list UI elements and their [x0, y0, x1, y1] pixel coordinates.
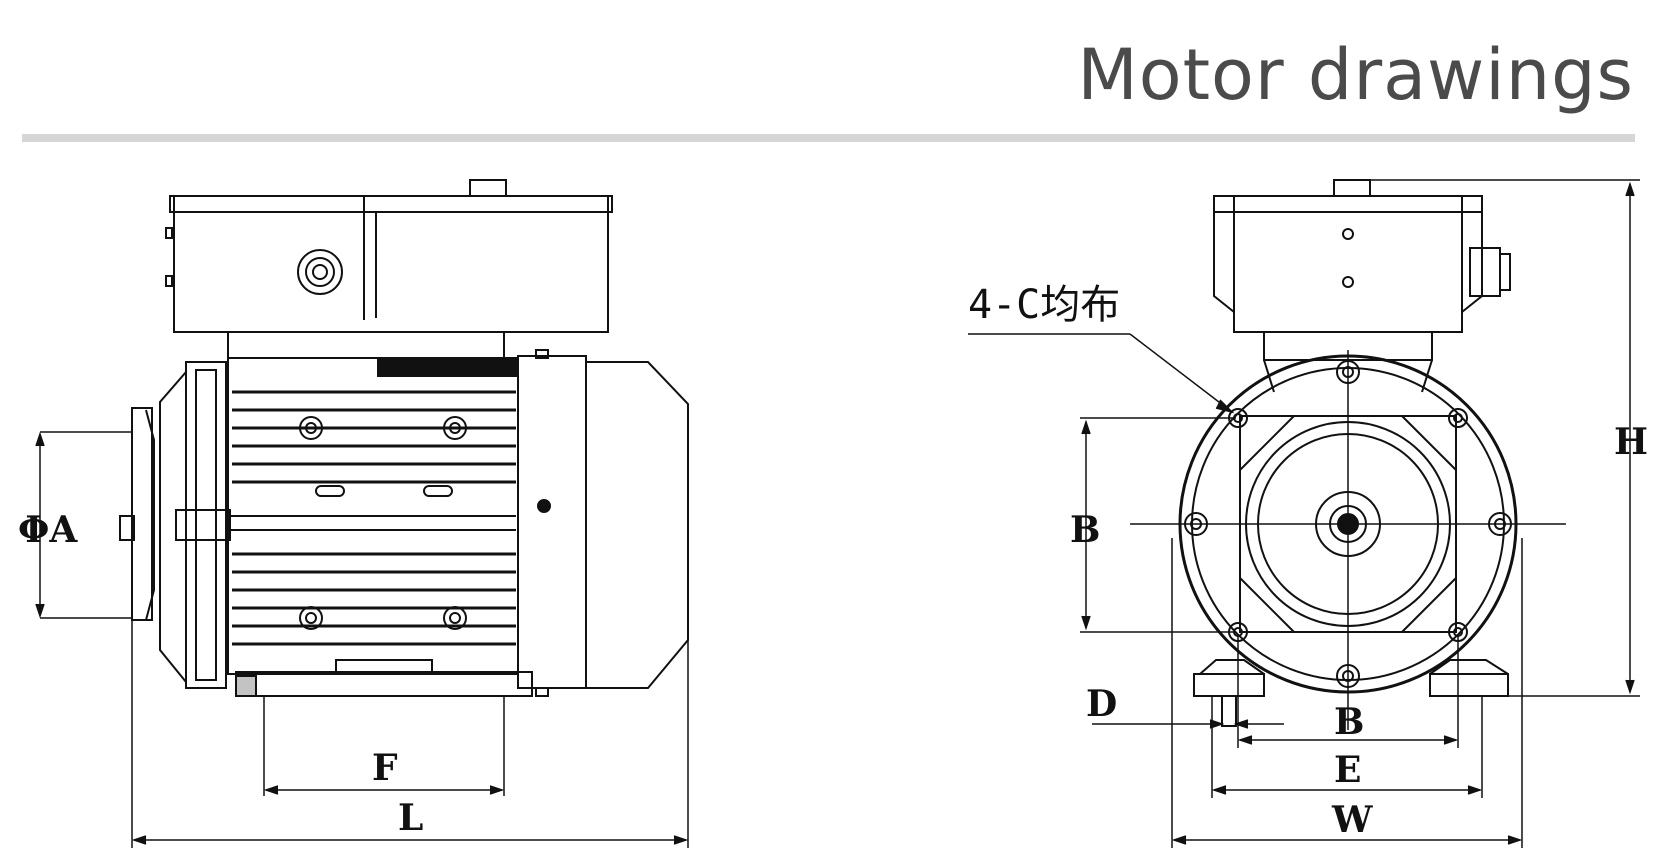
- title-divider: [22, 134, 1635, 142]
- label-foot-d: D: [1086, 683, 1117, 725]
- label-length: L: [398, 797, 423, 839]
- label-flange-b-left: B: [1070, 509, 1100, 551]
- motor-body-side: [227, 357, 519, 675]
- fan-cover-side: [517, 349, 689, 697]
- flange-side: [119, 361, 231, 689]
- side-view: ΦA F L: [18, 179, 689, 848]
- label-foot-e: E: [1334, 749, 1361, 791]
- dimensions-side: [35, 431, 689, 848]
- terminal-box-front: [1213, 179, 1511, 393]
- dimensions-front: [1080, 179, 1640, 848]
- label-flange-b-bottom: B: [1334, 701, 1364, 743]
- label-height: H: [1614, 421, 1648, 463]
- feet-side: [235, 659, 533, 697]
- label-holes: 4-C均布: [968, 282, 1120, 328]
- label-foot-span: F: [372, 747, 398, 789]
- center-lines: [1130, 350, 1566, 730]
- label-shaft-dia: ΦA: [18, 509, 78, 551]
- terminal-box-side: [165, 179, 613, 359]
- front-view: 4-C均布 B B H D E W: [968, 179, 1648, 848]
- feet-front: [1193, 659, 1509, 727]
- holes-leader: [968, 333, 1235, 414]
- page-title: Motor drawings: [1077, 34, 1634, 116]
- label-width: W: [1331, 799, 1373, 841]
- cooling-fins: [232, 390, 516, 646]
